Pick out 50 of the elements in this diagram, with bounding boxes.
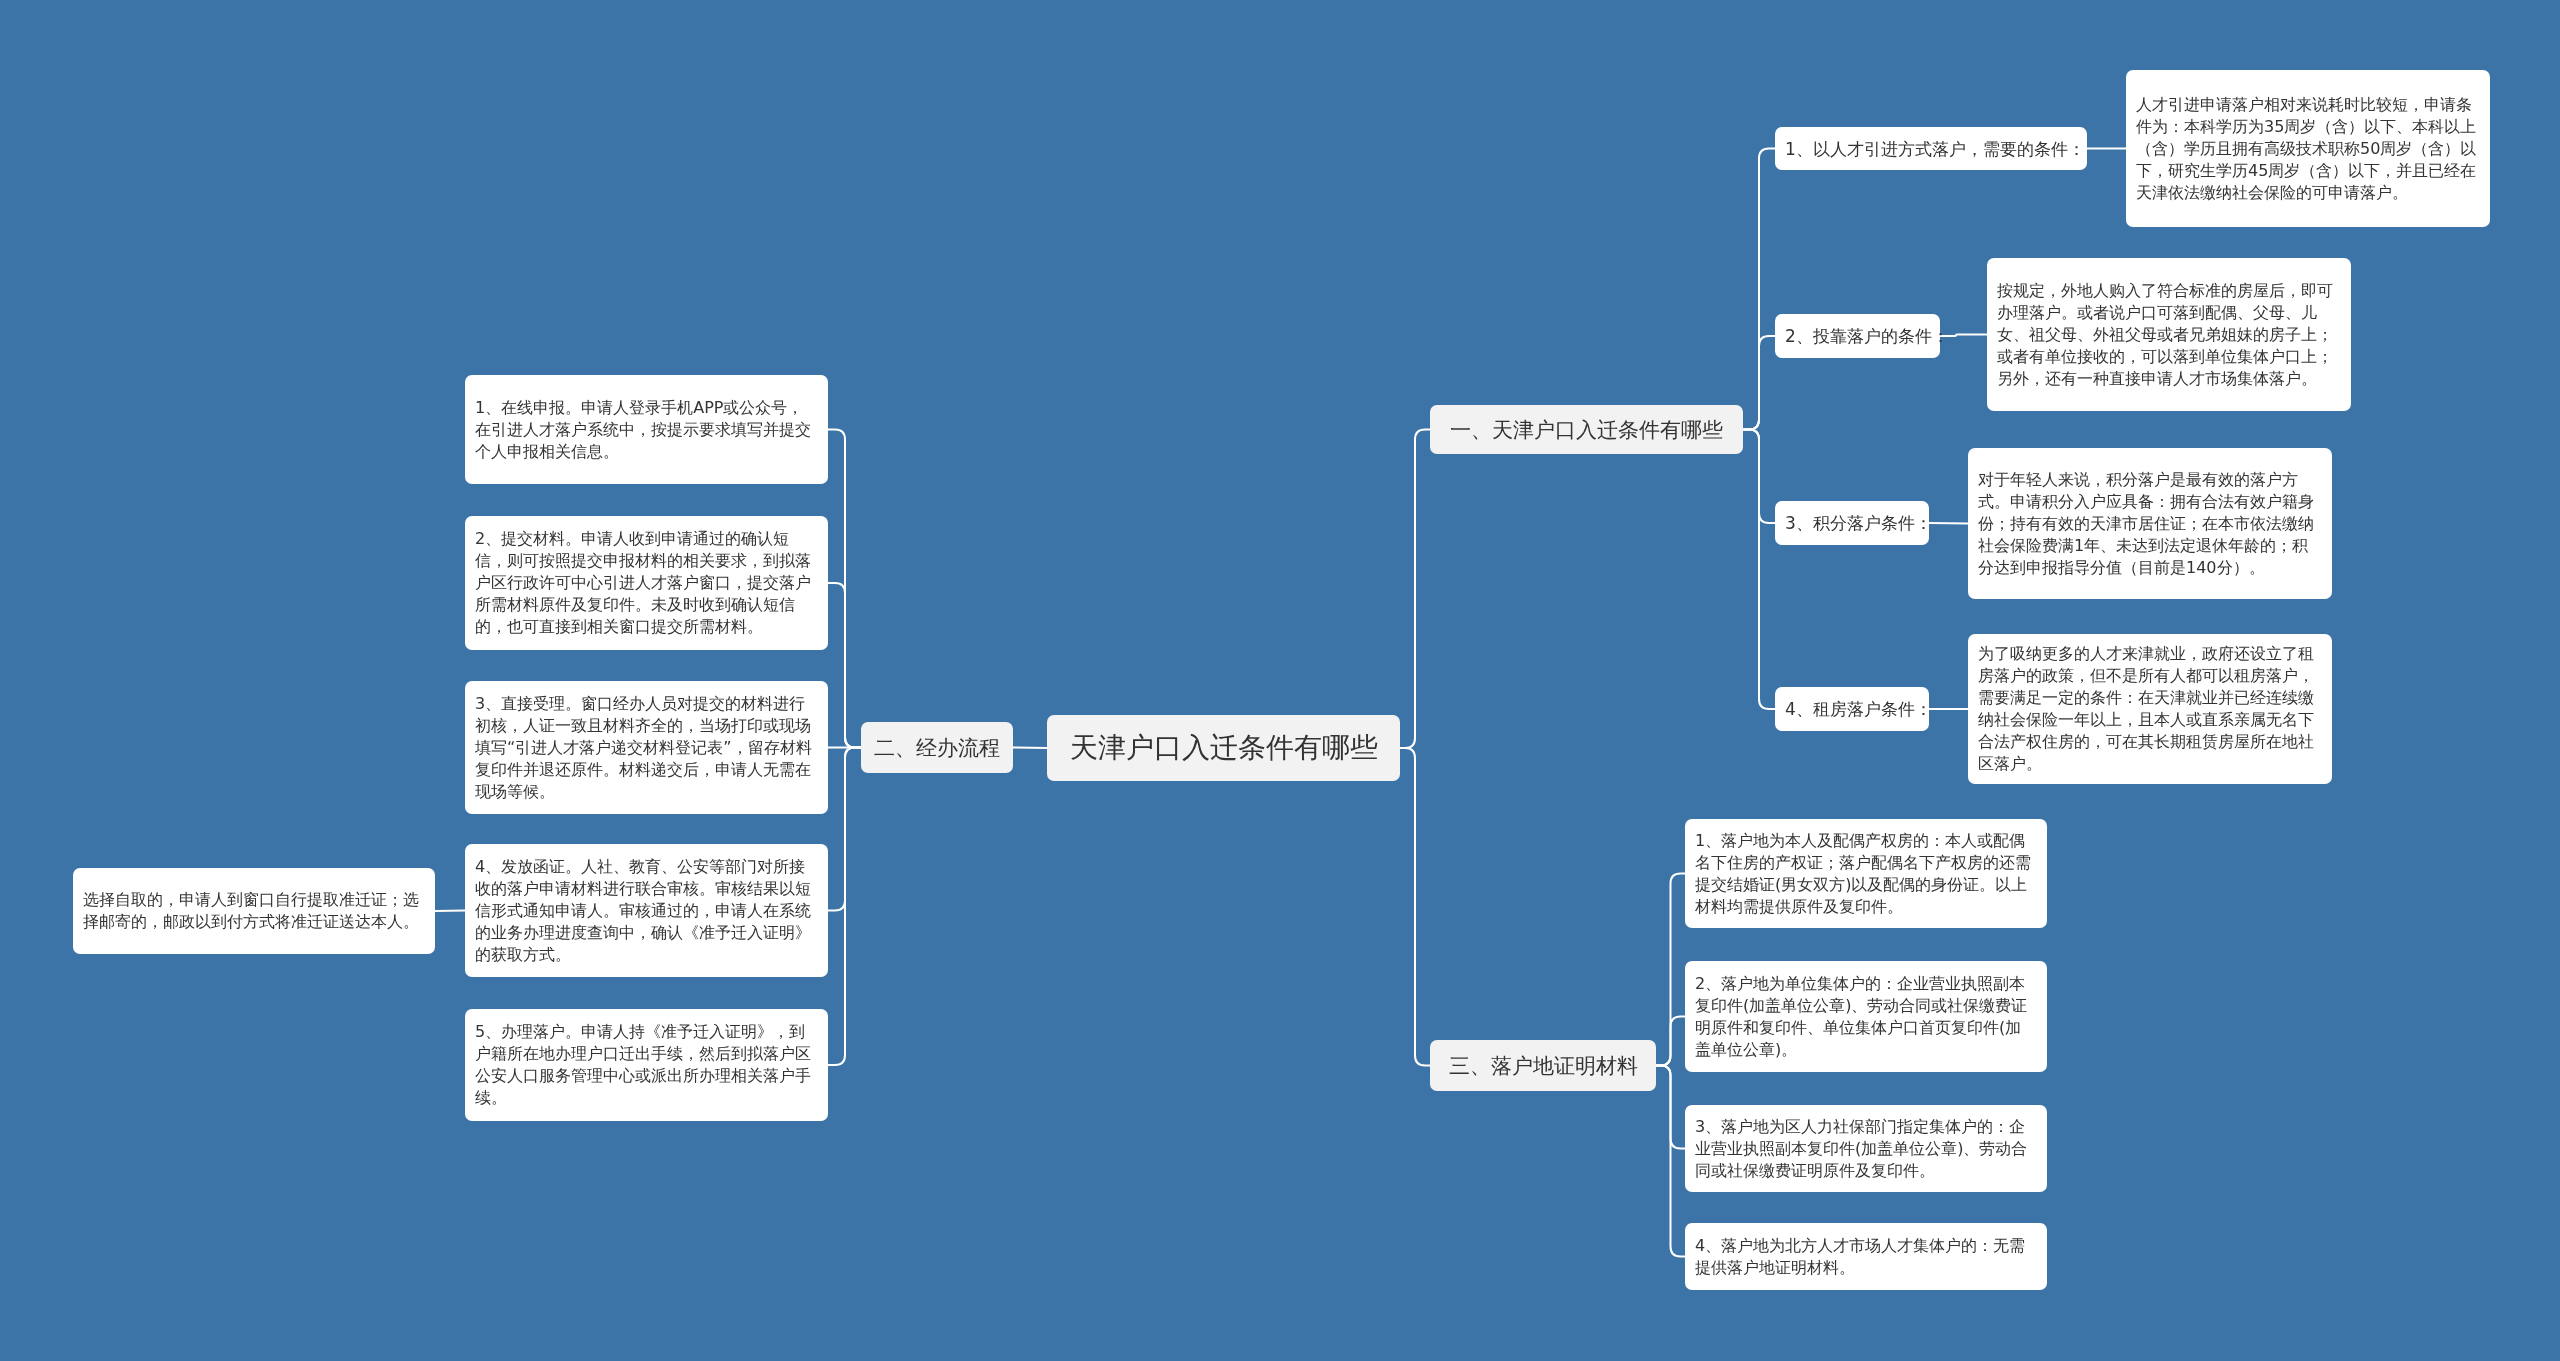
subtopic-box <box>1775 314 1940 358</box>
note-card <box>1968 634 2332 784</box>
node-text: 选择自取的，申请人到窗口自行提取准迁证；选择邮寄的，邮政以到付方式将准迁证送达本人。 <box>83 889 420 933</box>
subtopic-box <box>1775 127 2087 170</box>
branch-topic <box>1430 405 1743 454</box>
node-text: 二、经办流程 <box>874 734 1000 762</box>
note-card <box>465 844 828 977</box>
node-text: 三、落户地证明材料 <box>1448 1052 1638 1080</box>
subtopic-box <box>1775 501 1929 545</box>
note-card <box>1685 961 2047 1072</box>
node-text: 2、落户地为单位集体户的：企业营业执照副本复印件(加盖单位公章)、劳动合同或社保缴费证明原件和复印件、单位集体户口首页复印件(加盖单位公章)。 <box>1695 972 2029 1061</box>
connector-line <box>1012 746 1048 749</box>
subtopic-box <box>1775 687 1929 731</box>
node-text: 4、落户地为北方人才市场人才集体户的：无需提供落户地证明材料。 <box>1695 1234 2027 1279</box>
node-text: 1、以人才引进方式落户，需要的条件： <box>1785 137 2085 160</box>
node-text: 1、在线申报。申请人登录手机APP或公众号，在引进人才落户系统中，按提示要求填写并提交个人申报相关信息。 <box>475 396 812 463</box>
note-card <box>465 681 828 814</box>
branch-topic <box>861 722 1013 773</box>
note-card <box>465 1009 828 1121</box>
connector-line <box>2086 147 2127 150</box>
node-text: 1、落户地为本人及配偶产权房的：本人或配偶名下住房的产权证；落户配偶名下产权房的还需提交结婚证(男女双方)以及配偶的身份证。以上材料均需提供原件及复印件。 <box>1695 829 2032 918</box>
note-card <box>1987 258 2351 411</box>
note-card <box>1685 1223 2047 1290</box>
note-card <box>465 516 828 650</box>
node-text: 3、落户地为区人力社保部门指定集体户的：企业营业执照副本复印件(加盖单位公章)、劳动合同或社保缴费证明原件及复印件。 <box>1695 1115 2029 1182</box>
node-text: 天津户口入迁条件有哪些 <box>1069 730 1378 766</box>
note-card <box>2126 70 2490 227</box>
node-text: 2、投靠落户的条件： <box>1785 325 1949 347</box>
connector-line <box>434 909 466 912</box>
note-card <box>73 868 435 954</box>
note-card <box>1685 1105 2047 1192</box>
node-text: 4、发放函证。人社、教育、公安等部门对所接收的落户申请材料进行联合审核。审核结果以短信形式通知申请人。审核通过的，申请人在系统的业务办理进度查询中，确认《准予迁入证明》的获取方式。 <box>475 855 812 966</box>
node-text: 为了吸纳更多的人才来津就业，政府还设立了租房落户的政策，但不是所有人都可以租房落户，需要满足一定的条件：在天津就业并已经连续缴纳社会保险一年以上，且本人或直系亲属无名下合法产权住房的，可在其长期租赁房屋所在地社区落户。 <box>1978 643 2315 775</box>
note-card <box>1968 448 2332 599</box>
connector-line <box>1939 333 1988 337</box>
branch-topic <box>1430 1040 1656 1091</box>
node-text: 3、直接受理。窗口经办人员对提交的材料进行初核，人证一致且材料齐全的，当场打印或现场填写“引进人才落户递交材料登记表”，留存材料复印件并退还原件。材料递交后，申请人无需在现场等候。 <box>475 692 813 803</box>
note-card <box>1685 819 2047 928</box>
node-text: 按规定，外地人购入了符合标准的房屋后，即可办理落户。或者说户口可落到配偶、父母、儿女、祖父母、外祖父母或者兄弟姐妹的房子上；或者有单位接收的，可以落到单位集体户口上；另外，还有一种直接申请人才市场集体落户。 <box>1997 279 2334 390</box>
node-text: 5、办理落户。申请人持《准予迁入证明》，到户籍所在地办理户口迁出手续，然后到拟落户区公安人口服务管理中心或派出所办理相关落户手续。 <box>475 1021 812 1109</box>
node-text: 3、积分落户条件： <box>1785 512 1932 534</box>
connector-line <box>1928 522 1969 525</box>
node-text: 人才引进申请落户相对来说耗时比较短，申请条件为：本科学历为35周岁（含）以下、本科以上（含）学历且拥有高级技术职称50周岁（含）以下，研究生学历45周岁（含）以下，并且已经在天津依法缴纳社会保险的可申请落户。 <box>2136 93 2478 204</box>
root-topic <box>1047 715 1400 781</box>
node-text: 4、租房落户条件： <box>1785 698 1932 720</box>
node-text: 对于年轻人来说，积分落户是最有效的落户方式。申请积分入户应具备：拥有合法有效户籍身份；持有有效的天津市居住证；在本市依法缴纳社会保险费满1年、未达到法定退休年龄的；积分达到申报指导分值（目前是140分）。 <box>1978 468 2315 579</box>
node-text: 2、提交材料。申请人收到申请通过的确认短信，则可按照提交申报材料的相关要求，到拟落户区行政许可中心引进人才落户窗口，提交落户所需材料原件及复印件。未及时收到确认短信的，也可直接到相关窗口提交所需材料。 <box>475 528 812 638</box>
connector-line <box>1928 708 1969 710</box>
node-text: 一、天津户口入迁条件有哪些 <box>1450 416 1723 444</box>
note-card <box>465 375 828 484</box>
